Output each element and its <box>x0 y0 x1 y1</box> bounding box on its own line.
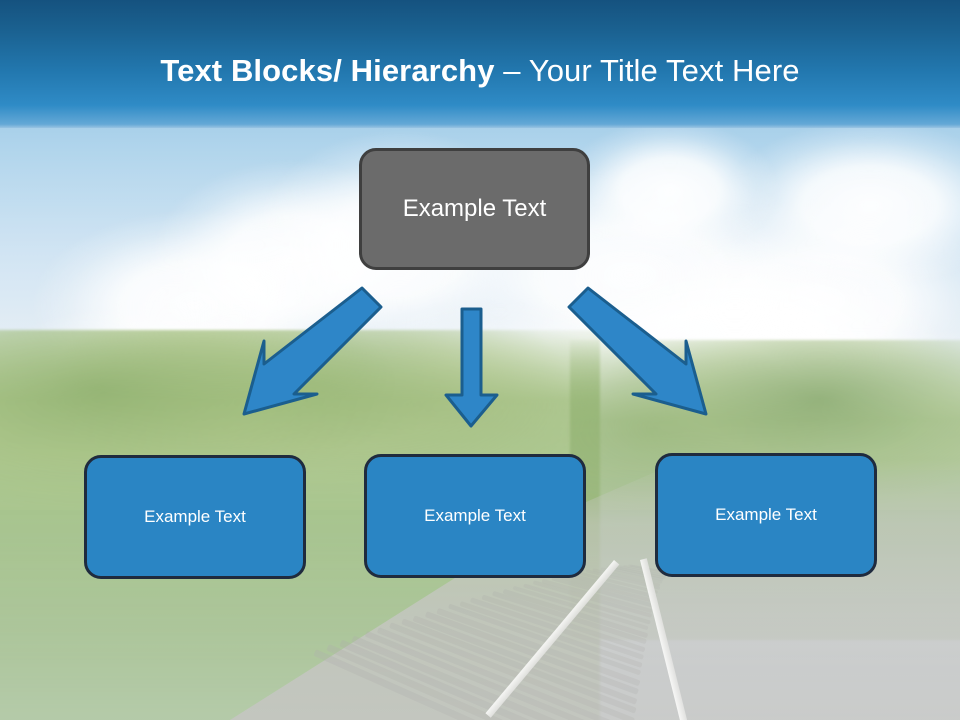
hierarchy-child-node-1[interactable]: Example Text <box>84 455 306 579</box>
hierarchy-child-node-3-label: Example Text <box>715 505 817 524</box>
page-title: Text Blocks/ Hierarchy – Your Title Text… <box>0 50 960 92</box>
hierarchy-top-node-label: Example Text <box>402 195 547 222</box>
page-title-regular: – Your Title Text Here <box>503 53 800 88</box>
hierarchy-child-node-1-label: Example Text <box>144 507 246 526</box>
title-banner: Text Blocks/ Hierarchy – Your Title Text… <box>0 0 960 128</box>
cloud-shape <box>560 120 780 260</box>
hierarchy-child-node-2[interactable]: Example Text <box>364 454 586 578</box>
hierarchy-child-node-3[interactable]: Example Text <box>655 453 877 577</box>
hierarchy-child-node-2-label: Example Text <box>424 506 526 525</box>
hierarchy-top-node[interactable]: Example Text <box>359 148 590 270</box>
page-title-bold: Text Blocks/ Hierarchy <box>160 53 504 88</box>
railway-sleepers <box>300 560 960 720</box>
